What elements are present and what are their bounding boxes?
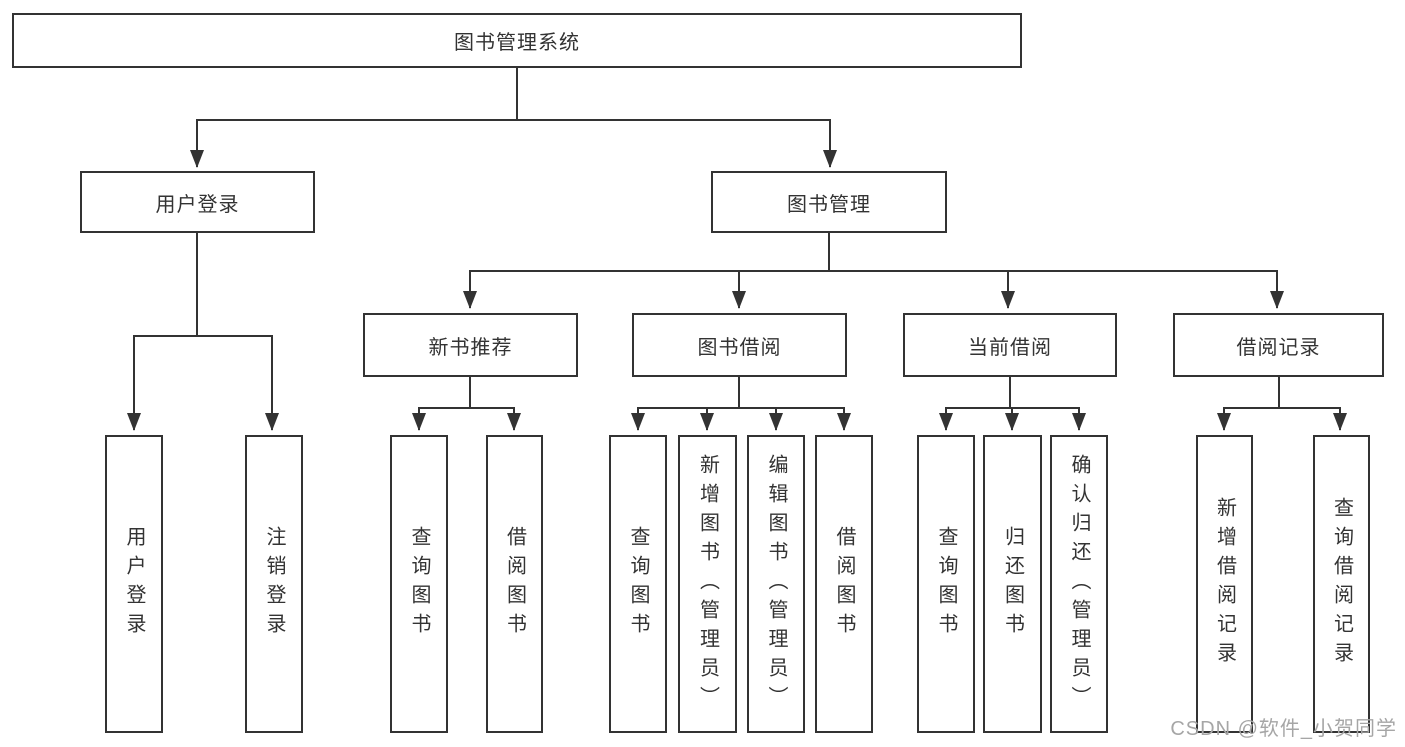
node-book-mgmt: 图书管理 <box>711 171 947 233</box>
leaf-logout-label: 注销登录 <box>263 526 285 642</box>
node-book-borrow-label: 图书借阅 <box>697 336 782 359</box>
leaf-user-login: 用户登录 <box>105 435 163 733</box>
leaf-borrow-books-2: 借阅图书 <box>815 435 873 733</box>
node-borrow-records-label: 借阅记录 <box>1236 336 1321 359</box>
leaf-add-book-admin: 新增图书（管理员） <box>678 435 737 733</box>
leaf-add-borrow-record: 新增借阅记录 <box>1196 435 1253 733</box>
leaf-logout: 注销登录 <box>245 435 303 733</box>
leaf-return-book-label: 归还图书 <box>1001 526 1024 642</box>
leaf-query-books-1: 查询图书 <box>390 435 448 733</box>
leaf-borrow-books-1: 借阅图书 <box>486 435 543 733</box>
leaf-query-books-2: 查询图书 <box>609 435 667 733</box>
node-root-label: 图书管理系统 <box>454 32 580 54</box>
leaf-edit-book-admin: 编辑图书（管理员） <box>747 435 805 733</box>
leaf-borrow-books-2-label: 借阅图书 <box>833 526 855 642</box>
node-borrow-records: 借阅记录 <box>1173 313 1384 377</box>
leaf-query-borrow-record: 查询借阅记录 <box>1313 435 1370 733</box>
csdn-watermark: CSDN @软件_小贺同学 <box>1170 718 1397 740</box>
leaf-borrow-books-1-label: 借阅图书 <box>503 526 526 642</box>
node-root: 图书管理系统 <box>12 13 1022 68</box>
leaf-query-books-2-label: 查询图书 <box>627 526 649 642</box>
leaf-query-borrow-record-label: 查询借阅记录 <box>1330 497 1353 671</box>
leaf-edit-book-admin-label: 编辑图书（管理员） <box>765 453 787 715</box>
node-current-borrow-label: 当前借阅 <box>968 336 1052 359</box>
leaf-return-book: 归还图书 <box>983 435 1042 733</box>
node-user-login: 用户登录 <box>80 171 315 233</box>
leaf-add-book-admin-label: 新增图书（管理员） <box>696 453 719 715</box>
node-current-borrow: 当前借阅 <box>903 313 1117 377</box>
leaf-user-login-label: 用户登录 <box>123 526 145 642</box>
leaf-query-books-3-label: 查询图书 <box>935 526 957 642</box>
leaf-confirm-return-admin-label: 确认归还（管理员） <box>1068 453 1090 715</box>
node-new-books: 新书推荐 <box>363 313 578 377</box>
node-book-mgmt-label: 图书管理 <box>787 193 871 216</box>
node-book-borrow: 图书借阅 <box>632 313 847 377</box>
leaf-query-books-1-label: 查询图书 <box>408 526 430 642</box>
node-user-login-label: 用户登录 <box>155 193 240 216</box>
leaf-query-books-3: 查询图书 <box>917 435 975 733</box>
leaf-add-borrow-record-label: 新增借阅记录 <box>1213 497 1236 671</box>
leaf-confirm-return-admin: 确认归还（管理员） <box>1050 435 1108 733</box>
node-new-books-label: 新书推荐 <box>428 336 513 359</box>
